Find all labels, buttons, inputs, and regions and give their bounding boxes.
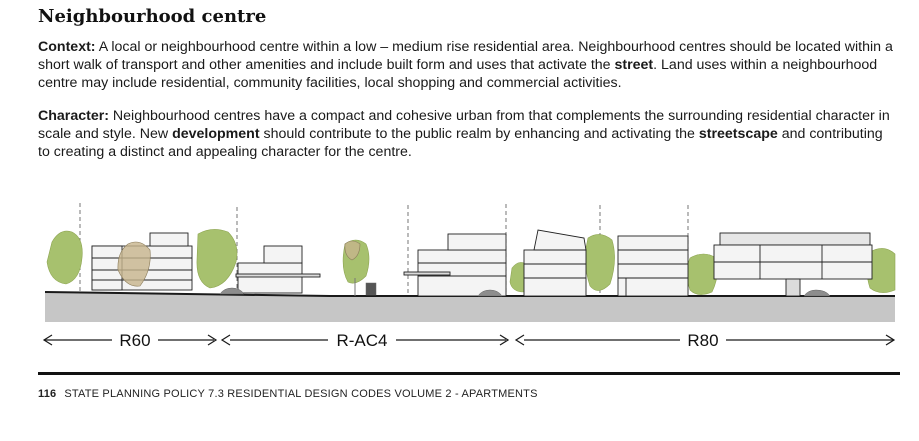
keyword-streetscape: streetscape [698, 126, 778, 142]
context-lead: Context: [38, 39, 96, 55]
keyword-development: development [172, 126, 260, 142]
character-text-2: should contribute to the public realm by… [259, 126, 699, 142]
tan-tree [117, 241, 151, 287]
zone-label-r60: R60 [119, 331, 150, 350]
context-text-2: . Land uses within a neighbourhood centr… [38, 57, 878, 91]
page-footer: 116 STATE PLANNING POLICY 7.3 RESIDENTIAL… [38, 388, 538, 400]
footer-text: STATE PLANNING POLICY 7.3 RESIDENTIAL DE… [64, 388, 538, 400]
page-number: 116 [38, 388, 57, 400]
zone-label-r-ac4: R-AC4 [336, 331, 387, 350]
keyword-street: street [614, 57, 654, 73]
character-text-1: Neighbourhood centres have a compact and… [38, 108, 890, 142]
cars [219, 282, 831, 297]
context-text-1: A local or neighbourhood centre within a… [38, 39, 893, 73]
character-paragraph: Character: Neighbourhood centres have a … [38, 107, 896, 161]
zone-label-r80: R80 [687, 331, 718, 350]
ground-line [44, 291, 895, 297]
street-section-diagram: R60 R-AC4 R80 [42, 203, 896, 350]
character-text-3: and contributing to creating a distinct … [38, 126, 883, 160]
zone-markers [42, 334, 896, 346]
footer-rule [38, 372, 900, 375]
tan-tree-small [344, 240, 361, 261]
section-title: Neighbourhood centre [38, 6, 267, 27]
character-lead: Character: [38, 108, 109, 124]
context-paragraph: Context: A local or neighbourhood centre… [38, 38, 896, 92]
ground-section [45, 292, 895, 322]
buildings [91, 229, 873, 297]
